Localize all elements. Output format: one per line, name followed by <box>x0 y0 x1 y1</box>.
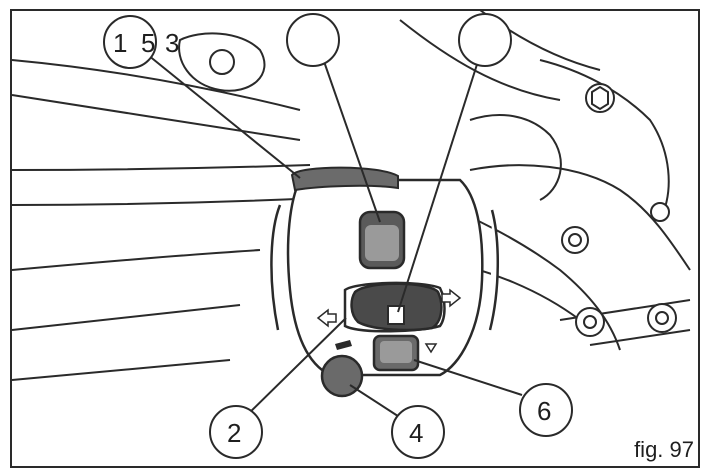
callout-6-text: 6 <box>537 396 551 426</box>
light-switch-button <box>372 334 420 372</box>
light-symbol-mark <box>424 343 438 354</box>
callouts: 1 5 3 2 4 6 <box>103 13 573 459</box>
background-structure <box>11 9 691 381</box>
turn-indicator-switch <box>350 282 443 332</box>
callout-4-text: 4 <box>409 418 423 448</box>
callout-1-5-3: 1 5 3 <box>103 15 179 69</box>
callout-2-text: 2 <box>227 418 241 448</box>
callout-5-text: 5 <box>141 28 155 58</box>
callout-circle-blank-right <box>458 13 512 67</box>
upper-switch-button <box>358 210 406 270</box>
turn-arrows <box>316 288 462 328</box>
callout-4: 4 <box>391 405 445 459</box>
figure-frame <box>10 9 700 468</box>
callout-6: 6 <box>519 383 573 437</box>
leader-lines <box>147 49 523 421</box>
callout-circle-blank-left <box>286 13 340 67</box>
figure-label: fig. 97 <box>634 437 694 462</box>
cable-cover <box>290 166 399 192</box>
callout-2: 2 <box>209 405 263 459</box>
callout-3-text: 3 <box>165 28 179 58</box>
callout-1-text: 1 <box>113 28 127 58</box>
horn-symbol-mark <box>335 340 352 350</box>
bolts <box>561 83 677 337</box>
